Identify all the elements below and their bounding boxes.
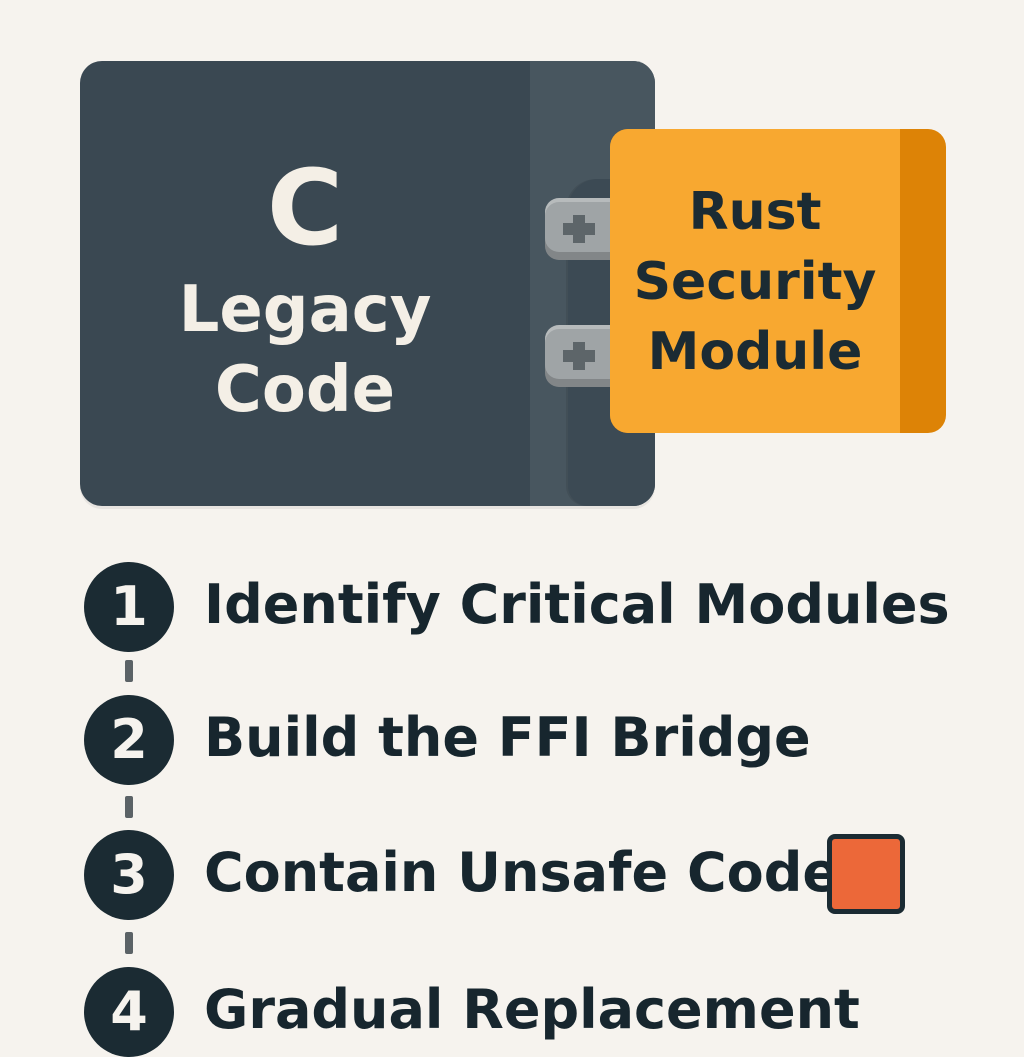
step-4-number: 4 — [84, 967, 174, 1057]
step-1-number: 1 — [84, 562, 174, 652]
migration-steps: 1 Identify Critical Modules 2 Build the … — [84, 562, 950, 1057]
rust-module-label: Rust Security Module — [610, 177, 900, 387]
step-4-label: Gradual Replacement — [204, 978, 860, 1041]
plus-plug-icon — [563, 215, 595, 243]
step-1-label: Identify Critical Modules — [204, 573, 950, 636]
step-connector-dash — [125, 796, 133, 818]
rust-line-2: Security — [633, 252, 877, 312]
plus-plug-icon — [563, 342, 595, 370]
step-3-label: Contain Unsafe Code — [204, 841, 839, 904]
step-connector-dash — [125, 660, 133, 682]
step-2-number: 2 — [84, 695, 174, 785]
step-3-number: 3 — [84, 830, 174, 920]
step-connector-dash — [125, 932, 133, 954]
legacy-code-label: C Legacy Code — [140, 156, 470, 430]
step-2-label: Build the FFI Bridge — [204, 706, 811, 769]
legacy-line-1: Legacy — [178, 273, 432, 347]
legacy-language-letter: C — [266, 147, 344, 269]
rust-block-face: Rust Security Module — [610, 129, 900, 433]
legacy-line-2: Code — [214, 353, 396, 427]
rust-security-module-block: Rust Security Module — [610, 129, 946, 433]
rust-line-1: Rust — [688, 182, 822, 242]
orange-square-icon — [827, 834, 905, 914]
rust-line-3: Module — [647, 322, 863, 382]
